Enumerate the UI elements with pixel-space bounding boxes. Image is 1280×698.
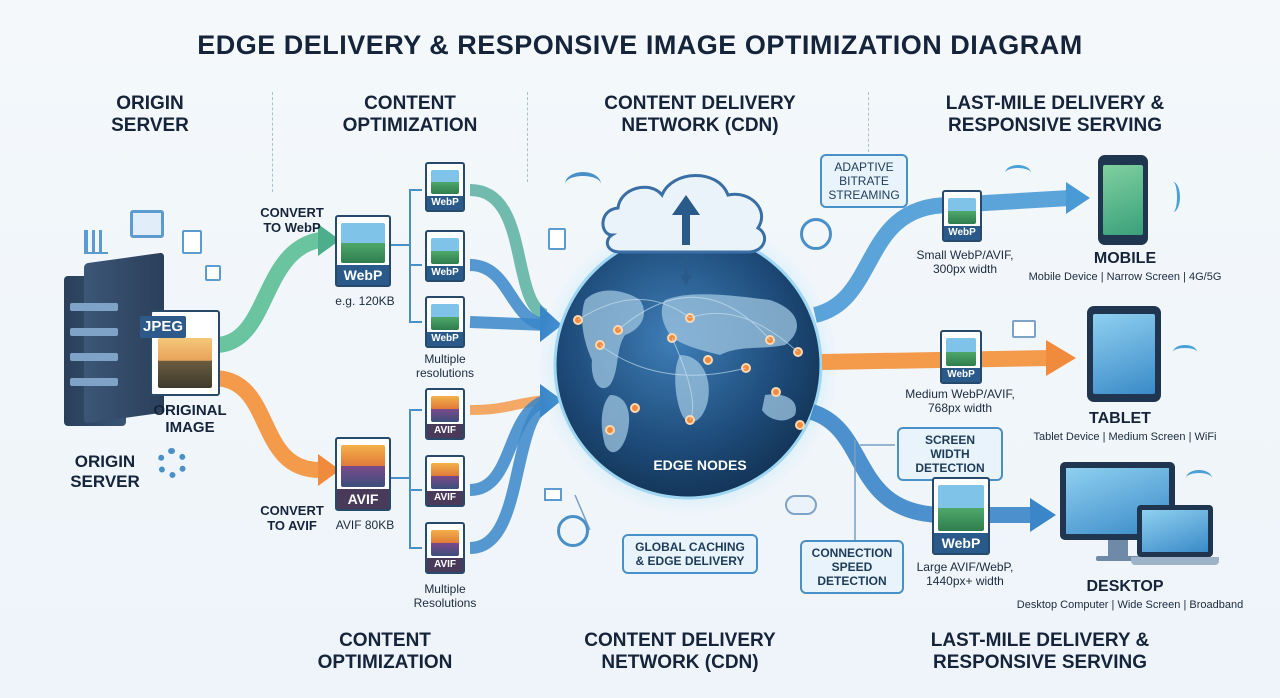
- cdn-to-tablet-flow: [821, 350, 1051, 370]
- webp-resolutions-note: Multiple resolutions: [415, 352, 475, 380]
- wifi-icon: [1005, 165, 1031, 181]
- small-webp-file-icon: WebP: [942, 190, 982, 242]
- large-file-caption: Large AVIF/WebP, 1440px+ width: [916, 560, 1014, 588]
- globe-icon: [557, 515, 589, 547]
- avif-file-icon: AVIF: [335, 437, 391, 511]
- avif-resolutions-note: Multiple Resolutions: [413, 582, 477, 610]
- global-caching-box: GLOBAL CACHING & EDGE DELIVERY: [622, 534, 758, 574]
- adaptive-bitrate-box: ADAPTIVE BITRATE STREAMING: [820, 154, 908, 208]
- desktop-device-name: DESKTOP: [1086, 578, 1164, 595]
- bar-chart-icon: [84, 230, 108, 254]
- origin-server-label: ORIGIN SERVER: [70, 452, 140, 491]
- cdn-footer-label: CONTENT DELIVERY NETWORK (CDN): [584, 630, 776, 673]
- small-file-caption: Small WebP/AVIF, 300px width: [916, 248, 1014, 276]
- mobile-phone-icon: [1098, 155, 1148, 245]
- continent-eurasia: [661, 294, 797, 355]
- desktop-arrowhead: [1030, 498, 1056, 532]
- avif-conversion-arrowhead: [318, 454, 340, 486]
- webp-file-icon: WebP: [335, 215, 391, 287]
- wifi-icon: [565, 172, 601, 196]
- large-webp-file-icon: WebP: [932, 477, 990, 555]
- tablet-arrowhead: [1046, 340, 1076, 376]
- wifi-icon: [1186, 470, 1212, 486]
- small-image-icon: [205, 265, 221, 281]
- diagram-title: EDGE DELIVERY & RESPONSIVE IMAGE OPTIMIZ…: [197, 30, 1083, 60]
- globe-icon: [800, 218, 832, 250]
- webp-size-label: e.g. 120KB: [335, 294, 395, 308]
- screen-width-box: SCREEN WIDTH DETECTION: [897, 427, 1003, 481]
- gear-icon: [157, 448, 187, 478]
- avif-size-label: AVIF 80KB: [335, 518, 395, 532]
- mail-icon: [544, 488, 562, 501]
- cdn-to-mobile-flow: [812, 190, 1071, 323]
- tablet-device-name: TABLET: [1089, 410, 1151, 427]
- convert-webp-label: CONVERT TO WebP: [260, 205, 324, 235]
- cdn-column-header: CONTENT DELIVERY NETWORK (CDN): [604, 93, 796, 136]
- origin-server-icon: [64, 252, 164, 428]
- small-cloud-icon: [785, 495, 817, 515]
- mobile-arrowhead: [1066, 182, 1090, 214]
- jpeg-file-icon: [150, 310, 220, 396]
- document-icon: [548, 228, 566, 250]
- tablet-icon: [1087, 306, 1161, 402]
- lastmile-footer-label: LAST-MILE DELIVERY & RESPONSIVE SERVING: [930, 630, 1150, 673]
- tablet-device-desc: Tablet Device | Medium Screen | WiFi: [1033, 431, 1217, 443]
- lastmile-column-header: LAST-MILE DELIVERY & RESPONSIVE SERVING: [945, 93, 1165, 136]
- edge-node-links: [577, 297, 799, 421]
- mobile-device-name: MOBILE: [1093, 250, 1157, 267]
- avif-variant-2: AVIF: [425, 455, 465, 507]
- webp-variant-2: WebP: [425, 230, 465, 282]
- jpeg-badge: JPEG: [140, 316, 186, 338]
- convert-avif-label: CONVERT TO AVIF: [260, 503, 324, 533]
- continent-africa: [675, 355, 709, 423]
- optimization-column-header: CONTENT OPTIMIZATION: [342, 93, 478, 136]
- original-image-label: ORIGINAL IMAGE: [153, 402, 227, 436]
- webp-conversion-arrow: [207, 232, 328, 353]
- webp-to-cdn-flow-3: [469, 316, 549, 331]
- column-divider: [527, 92, 528, 182]
- desktop-device-desc: Desktop Computer | Wide Screen | Broadba…: [1016, 599, 1244, 611]
- continent-australia: [762, 394, 796, 421]
- mobile-device-desc: Mobile Device | Narrow Screen | 4G/5G: [1028, 271, 1222, 283]
- column-divider: [868, 92, 869, 152]
- continent-south-america: [601, 395, 630, 453]
- continent-americas: [582, 290, 645, 389]
- column-divider: [272, 92, 273, 192]
- webp-variant-3: WebP: [425, 296, 465, 348]
- mountain-image-icon: [158, 338, 212, 388]
- avif-conversion-arrow: [207, 370, 328, 478]
- avif-to-cdn-flow-3: [469, 396, 552, 554]
- origin-column-header: ORIGIN SERVER: [111, 93, 189, 136]
- image-icon: [130, 210, 164, 238]
- avif-variant-3: AVIF: [425, 522, 465, 574]
- edge-nodes-label: EDGE NODES: [653, 457, 747, 473]
- image-icon: [1012, 320, 1036, 338]
- avif-variant-branches: [390, 409, 422, 549]
- webp-variant-branches: [390, 189, 422, 323]
- laptop-icon: [1131, 505, 1219, 569]
- webp-conversion-arrowhead: [318, 224, 340, 256]
- connection-speed-box: CONNECTION SPEED DETECTION: [800, 540, 904, 594]
- medium-webp-file-icon: WebP: [940, 330, 982, 384]
- medium-file-caption: Medium WebP/AVIF, 768px width: [905, 387, 1015, 415]
- cdn-to-desktop-flow: [809, 404, 1035, 523]
- avif-variant-1: AVIF: [425, 388, 465, 440]
- optimization-footer-label: CONTENT OPTIMIZATION: [317, 630, 453, 673]
- document-icon: [182, 230, 202, 254]
- webp-to-cdn-flow-1: [469, 184, 549, 321]
- wifi-icon: [1173, 345, 1197, 359]
- signal-icon: [1166, 182, 1180, 212]
- webp-variant-1: WebP: [425, 162, 465, 212]
